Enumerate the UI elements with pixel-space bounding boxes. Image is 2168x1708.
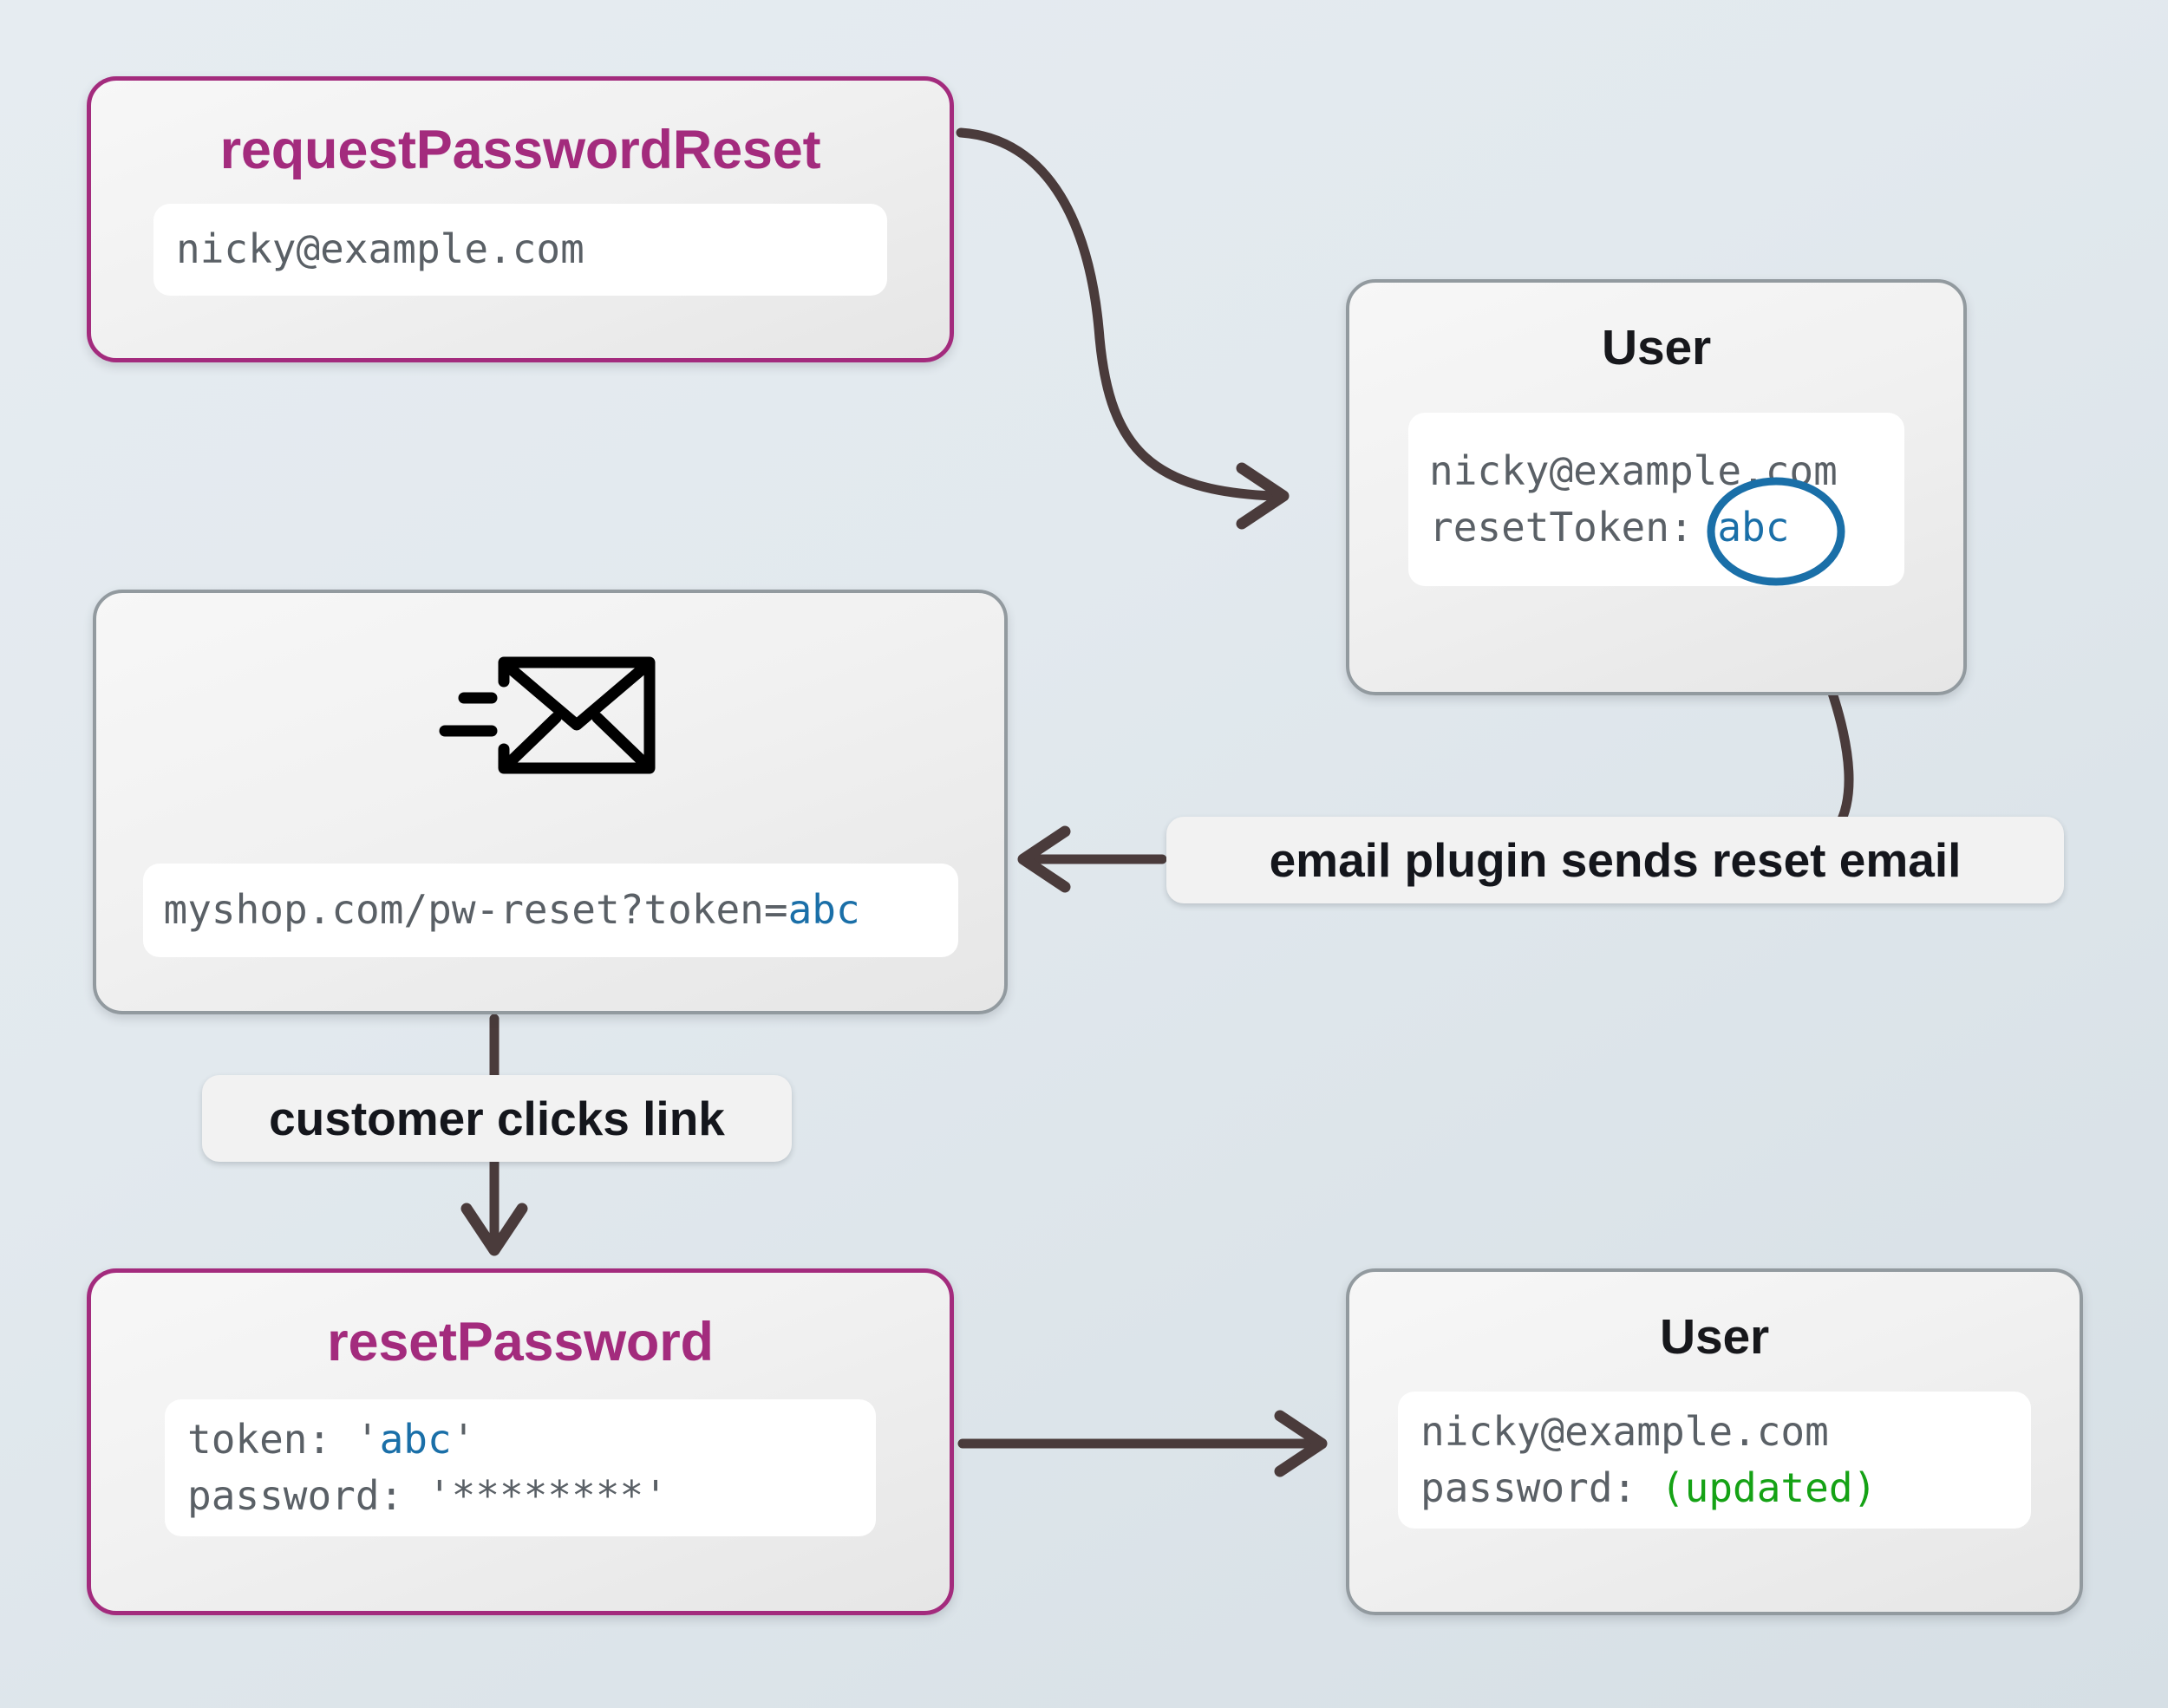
user-top-reset-token: resetToken: abc bbox=[1429, 499, 1884, 556]
email-url-prefix: myshop.com/pw-reset?token= bbox=[163, 886, 788, 934]
reset-password-password-label: password: bbox=[187, 1472, 404, 1519]
request-email-value: nicky@example.com bbox=[176, 225, 584, 273]
node-title-reset-password: resetPassword bbox=[327, 1312, 714, 1372]
node-request-password-reset[interactable]: requestPasswordReset nicky@example.com bbox=[87, 76, 954, 362]
arrow-request-to-user bbox=[956, 127, 1290, 530]
node-title-request-password-reset: requestPasswordReset bbox=[219, 120, 821, 180]
node-title-user-bottom: User bbox=[1660, 1309, 1769, 1365]
email-url-panel: myshop.com/pw-reset?token=abc bbox=[142, 864, 958, 957]
reset-password-fields-panel: token: 'abc' password: '********' bbox=[165, 1399, 876, 1536]
user-top-reset-token-label: resetToken: bbox=[1429, 504, 1694, 551]
node-user-top[interactable]: User nicky@example.com resetToken: abc bbox=[1346, 279, 1967, 695]
node-title-user-top: User bbox=[1602, 320, 1711, 375]
user-top-fields-panel: nicky@example.com resetToken: abc bbox=[1408, 413, 1904, 586]
reset-password-token-value: abc bbox=[379, 1415, 452, 1463]
user-top-email: nicky@example.com bbox=[1429, 447, 1838, 494]
node-user-bottom[interactable]: User nicky@example.com password: (update… bbox=[1346, 1268, 2083, 1615]
email-url-value: myshop.com/pw-reset?token=abc bbox=[164, 882, 937, 938]
reset-password-token-quote-open: ' bbox=[355, 1415, 380, 1463]
user-bottom-fields-panel: nicky@example.com password: (updated) bbox=[1398, 1392, 2031, 1529]
user-bottom-email: nicky@example.com bbox=[1420, 1407, 1829, 1455]
arrow-plugin-to-email bbox=[1017, 825, 1167, 893]
reset-password-password-value: '********' bbox=[427, 1472, 668, 1519]
node-email-message[interactable]: myshop.com/pw-reset?token=abc bbox=[93, 590, 1008, 1014]
reset-password-password-row: password: '********' bbox=[187, 1468, 853, 1524]
user-bottom-password-value: (updated) bbox=[1660, 1464, 1877, 1511]
user-top-reset-token-value: abc bbox=[1717, 504, 1790, 551]
email-url-token: abc bbox=[787, 886, 860, 934]
edge-label-customer-clicks: customer clicks link bbox=[202, 1075, 792, 1162]
edge-label-email-plugin: email plugin sends reset email bbox=[1166, 817, 2064, 903]
user-bottom-password-label: password: bbox=[1420, 1464, 1637, 1511]
reset-password-token-quote-close: ' bbox=[451, 1415, 476, 1463]
arrow-reset-to-user bbox=[957, 1410, 1328, 1477]
request-email-panel: nicky@example.com bbox=[153, 204, 887, 296]
reset-password-token-row: token: 'abc' bbox=[187, 1411, 853, 1468]
node-reset-password[interactable]: resetPassword token: 'abc' password: '**… bbox=[87, 1268, 954, 1615]
send-email-icon bbox=[438, 642, 663, 789]
user-bottom-password-row: password: (updated) bbox=[1420, 1460, 2008, 1516]
reset-password-token-label: token: bbox=[187, 1415, 332, 1463]
